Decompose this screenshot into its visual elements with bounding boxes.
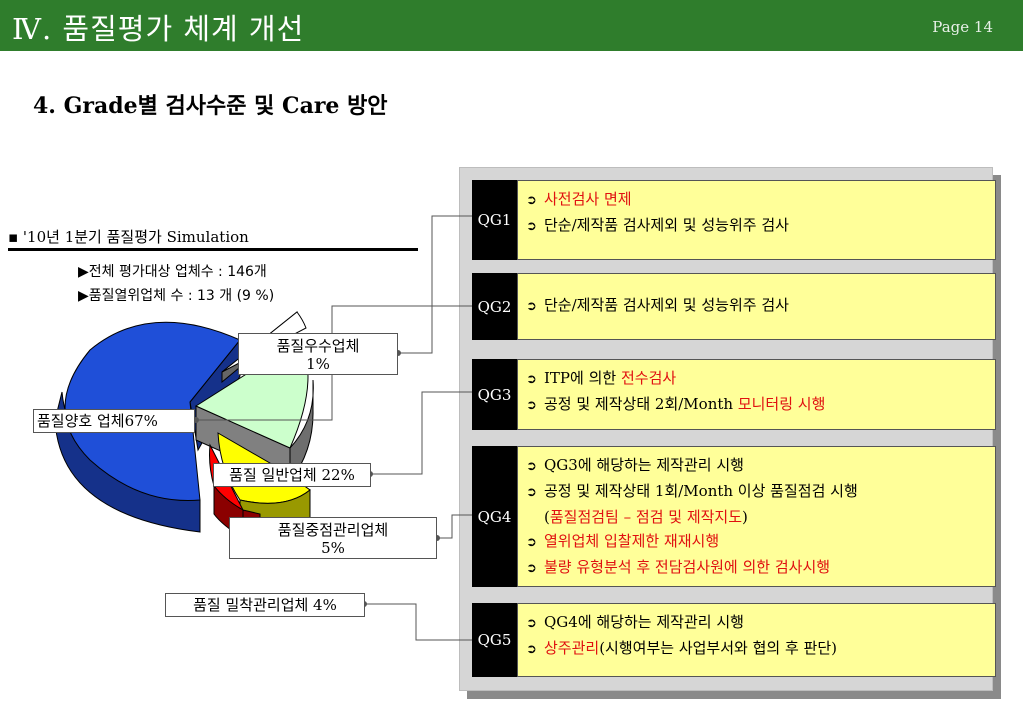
grade-bullet: ➲ QG4에 해당하는 제작관리 시행	[526, 610, 987, 636]
arrow-bullet-icon: ➲	[526, 561, 537, 576]
grade-bullet: ➲ 불량 유형분석 후 전담검사원에 의한 검사시행	[526, 555, 987, 581]
bullet-text: 단순/제작품 검사제외 및 성능위주 검사	[544, 216, 789, 234]
grade-bullet: ➲ ITP에 의한 전수검사	[526, 366, 987, 392]
grade-bullet: ➲ 공정 및 제작상태 1회/Month 이상 품질점검 시행	[526, 479, 987, 505]
highlight-text: 상주관리	[544, 639, 600, 657]
bullet-text: ITP에 의한	[544, 369, 621, 387]
highlight-text: 전수검사	[620, 369, 677, 387]
grade-body: ➲ 단순/제작품 검사제외 및 성능위주 검사	[517, 273, 996, 340]
grade-body: ➲ QG3에 해당하는 제작관리 시행 ➲ 공정 및 제작상태 1회/Month 이상…	[517, 446, 996, 587]
grade-row-qg4: QG4 ➲ QG3에 해당하는 제작관리 시행 ➲ 공정 및 제작상태 1회/Mont…	[472, 446, 996, 587]
grade-row-qg5: QG5 ➲ QG4에 해당하는 제작관리 시행 ➲ 상주관리(시행여부는 사업부서와 …	[472, 603, 996, 677]
grade-bullet: (품질점검팀 – 점검 및 제작지도)	[526, 505, 987, 529]
arrow-bullet-icon: ➲	[526, 219, 537, 234]
grade-bullet: ➲ 단순/제작품 검사제외 및 성능위주 검사	[526, 213, 987, 239]
section-title: 4. Grade별 검사수준 및 Care 방안	[33, 93, 388, 119]
arrow-bullet-icon: ➲	[526, 535, 537, 550]
label-excellent: 품질우수업체 1%	[238, 333, 398, 375]
arrow-bullet-icon: ➲	[526, 616, 537, 631]
grade-bullet: ➲ 사전검사 면제	[526, 187, 987, 213]
label-close: 품질 밀착관리업체 4%	[165, 593, 365, 617]
grade-bullet: ➲ 열위업체 입찰제한 재재시행	[526, 529, 987, 555]
grade-body: ➲ 사전검사 면제 ➲ 단순/제작품 검사제외 및 성능위주 검사	[517, 180, 996, 260]
highlight-text: 모니터링 시행	[737, 395, 826, 413]
total-vendor-count: ▶전체 평가대상 업체수 : 146개	[78, 264, 267, 280]
label-normal: 품질 일반업체 22%	[213, 463, 371, 487]
arrow-bullet-icon: ➲	[526, 372, 537, 387]
grade-row-qg1: QG1 ➲ 사전검사 면제 ➲ 단순/제작품 검사제외 및 성능위주 검사	[472, 180, 996, 260]
grade-row-qg3: QG3 ➲ ITP에 의한 전수검사 ➲ 공정 및 제작상태 2회/Month 모니터…	[472, 359, 996, 430]
arrow-bullet-icon: ➲	[526, 398, 537, 413]
bullet-text: 단순/제작품 검사제외 및 성능위주 검사	[544, 296, 789, 314]
bullet-text: 공정 및 제작상태 2회/Month	[544, 395, 738, 413]
bullet-text: )	[742, 508, 748, 526]
arrow-bullet-icon: ➲	[526, 485, 537, 500]
label-focus: 품질중점관리업체 5%	[229, 517, 437, 559]
bullet-text: (시행여부는 사업부서와 협의 후 판단)	[599, 639, 837, 657]
grade-label: QG5	[472, 603, 517, 677]
header-bar: Ⅳ. 품질평가 체계 개선 Page 14	[0, 0, 1023, 51]
connector-normal	[370, 391, 472, 475]
label-good: 품질양호 업체67%	[33, 409, 195, 433]
highlight-text: 품질점검팀 – 점검 및 제작지도	[549, 508, 743, 526]
arrow-bullet-icon: ➲	[526, 642, 537, 657]
grade-label: QG2	[472, 273, 517, 340]
page-title: Ⅳ. 품질평가 체계 개선	[12, 12, 305, 46]
grade-bullet: ➲ 공정 및 제작상태 2회/Month 모니터링 시행	[526, 392, 987, 418]
highlight-text: 불량 유형분석 후 전담검사원에 의한 검사시행	[544, 558, 831, 576]
connector-close	[364, 603, 472, 641]
bullet-text: QG4에 해당하는 제작관리 시행	[544, 613, 744, 631]
highlight-text: 사전검사 면제	[544, 190, 632, 208]
grade-label: QG1	[472, 180, 517, 260]
low-vendor-count: ▶품질열위업체 수 : 13 개 (9 %)	[78, 288, 275, 304]
grade-label: QG3	[472, 359, 517, 430]
arrow-bullet-icon: ➲	[526, 299, 537, 314]
connector-focus	[437, 514, 472, 539]
grade-body: ➲ QG4에 해당하는 제작관리 시행 ➲ 상주관리(시행여부는 사업부서와 협의 후…	[517, 603, 996, 677]
page-number: Page 14	[932, 18, 993, 36]
grade-bullet: ➲ QG3에 해당하는 제작관리 시행	[526, 453, 987, 479]
highlight-text: 열위업체 입찰제한 재재시행	[544, 532, 720, 550]
simulation-underline	[8, 248, 418, 251]
bullet-text: QG3에 해당하는 제작관리 시행	[544, 456, 744, 474]
arrow-bullet-icon: ➲	[526, 459, 537, 474]
grade-bullet: ➲ 상주관리(시행여부는 사업부서와 협의 후 판단)	[526, 636, 987, 662]
bullet-text: 공정 및 제작상태 1회/Month 이상 품질점검 시행	[544, 482, 858, 500]
arrow-bullet-icon: ➲	[526, 193, 537, 208]
bullet-text: (	[544, 508, 550, 526]
connector-excellent	[398, 215, 472, 354]
grade-row-qg2: QG2 ➲ 단순/제작품 검사제외 및 성능위주 검사	[472, 273, 996, 340]
simulation-title: ▪ '10년 1분기 품질평가 Simulation	[8, 228, 249, 246]
grade-bullet: ➲ 단순/제작품 검사제외 및 성능위주 검사	[526, 293, 987, 319]
grade-body: ➲ ITP에 의한 전수검사 ➲ 공정 및 제작상태 2회/Month 모니터링 시행	[517, 359, 996, 430]
grade-label: QG4	[472, 446, 517, 587]
